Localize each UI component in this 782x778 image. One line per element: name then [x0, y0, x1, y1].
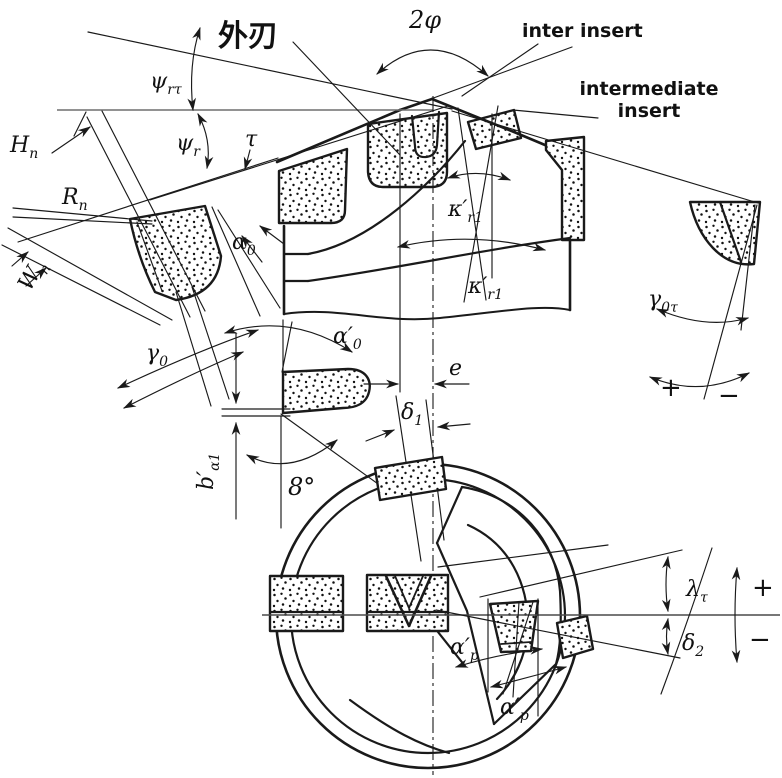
hn-label: Hn: [9, 133, 38, 162]
tau-label: τ: [245, 127, 258, 152]
outer-edge-label: 外刃: [218, 19, 278, 54]
alpha-p-arc-1: [454, 646, 544, 668]
top-insert-end-view: [373, 455, 448, 502]
psi-r-arc: [197, 113, 214, 170]
plus-incl-sign: +: [752, 573, 774, 603]
flute-curve-1: [306, 139, 467, 256]
gamma0tau-swing-line-1: [703, 204, 758, 400]
land-band-line-1: [86, 116, 191, 318]
plus-rake-sign: +: [660, 373, 682, 403]
kappa-tilt-line-2: [463, 105, 499, 303]
point-angle-arc: [376, 49, 489, 77]
kappa-arc-lower: [396, 238, 547, 252]
kappa-arc-upper: [446, 170, 512, 181]
psi-r-tau-label: ψrτ: [150, 69, 182, 98]
flute-pocket-web-edge: [435, 541, 496, 726]
eight-deg-label: 8°: [288, 473, 315, 501]
gamma0-arc-2: [123, 351, 244, 409]
body-bottom-break-line: [283, 306, 571, 321]
rim-insert-face-line: [437, 544, 609, 568]
chisel-v-notch-inner: [394, 575, 424, 611]
eight-deg-arc: [246, 439, 338, 465]
roof-extension-line: [427, 46, 573, 101]
minus-incl-sign: −: [749, 625, 771, 655]
clearance-line-2: [217, 209, 281, 309]
e-label: e: [449, 356, 462, 381]
outer-edge-leader-line: [292, 41, 401, 156]
flute-pocket-top-edge: [435, 485, 464, 545]
flute-pocket-outer-edge: [460, 485, 562, 666]
intermediate-insert-label-2: insert: [618, 100, 681, 122]
land-width-line-1: [7, 227, 173, 321]
intermediate-insert-label-1: intermediate: [580, 78, 719, 100]
gamma0-face-line-1: [175, 291, 212, 407]
lambda-reference-line: [479, 549, 683, 598]
outer-insert-facet-line: [136, 221, 163, 292]
side-rake-insert-divider: [718, 200, 743, 264]
delta1-arrow-right: [436, 421, 471, 431]
psi-r-tau-arc: [187, 26, 201, 112]
alpha0-arrow-2: [259, 225, 285, 245]
gamma0-arc-1: [117, 329, 260, 389]
end-view: α′p α′p λτ δ2 + −: [262, 455, 780, 770]
delta1-label: δ1: [401, 400, 423, 429]
alpha0-prime-arc: [223, 325, 353, 353]
hn-tick: [73, 111, 87, 137]
lambda-tau-label: λτ: [685, 577, 708, 606]
inter-insert-label: inter insert: [522, 20, 643, 42]
alpha0-arrow-1: [241, 235, 263, 263]
lambda-tau-arrow: [661, 555, 671, 613]
intermediate-insert-leader: [512, 109, 599, 119]
tau-lip-line: [149, 105, 449, 201]
hn-arrow: [51, 126, 91, 154]
delta2-label: δ2: [682, 631, 704, 660]
kappa-r1-upper-label: κ′r1: [447, 197, 483, 226]
wn-arrow-1: [25, 267, 47, 287]
psi-r-tau-line: [87, 31, 453, 110]
clearance-line-1: [211, 206, 261, 317]
left-insert-end-view: [268, 574, 345, 633]
inner-left-insert: [277, 147, 349, 225]
delta2-reference-line: [435, 609, 681, 659]
delta2-arrow: [661, 617, 671, 656]
margin-strip-insert: [544, 135, 586, 242]
b-alpha1-label: b′α1: [194, 453, 223, 490]
corner-radius-line-1: [12, 207, 153, 222]
alpha0-prime-label: α′0: [333, 324, 362, 353]
gamma0tau-label: γ0τ: [648, 287, 678, 316]
sign-swing-arc: [660, 547, 713, 695]
chisel-ridge: [398, 97, 434, 112]
tau-arrow: [243, 149, 253, 171]
land-band-line-2: [101, 110, 206, 312]
delta1-arrow-left: [365, 429, 396, 442]
psi-r-label: ψr: [176, 131, 201, 160]
corner-radius-line-2: [12, 216, 153, 225]
alpha-p-arc-2: [489, 666, 568, 689]
inter-insert-leader: [461, 43, 539, 97]
flute-curve-2: [306, 236, 572, 283]
kappa-tilt-line-1: [457, 107, 487, 301]
rake-detail-insert: [281, 367, 371, 415]
center-insert-notch: [410, 110, 441, 159]
two-phi-label: 2φ: [408, 6, 441, 34]
alpha0-label: α0: [232, 230, 256, 259]
minus-rake-sign: −: [718, 381, 740, 411]
right-slope-edge: [430, 97, 547, 147]
kappa-r1-lower-label: κ′r1: [467, 274, 503, 303]
gamma0tau-arc: [656, 308, 750, 326]
alpha-p-label-2: α′p: [500, 695, 529, 724]
margin-reference-line: [451, 110, 759, 204]
rake-sign-arc: [649, 372, 750, 388]
chisel-v-notch: [384, 574, 433, 628]
center-insert: [366, 111, 449, 189]
rn-label: Rn: [61, 185, 88, 214]
side-view: 外刃 2φ inter insert intermediate insert ψ…: [1, 6, 762, 775]
side-rake-insert: [688, 200, 762, 266]
alpha-p-label-1: α′p: [450, 635, 479, 664]
lower-flute-arc: [348, 698, 451, 755]
incl-sign-arrow: [731, 566, 741, 664]
wn-arrow-2: [11, 251, 29, 267]
gamma0-label: γ0: [146, 341, 168, 370]
